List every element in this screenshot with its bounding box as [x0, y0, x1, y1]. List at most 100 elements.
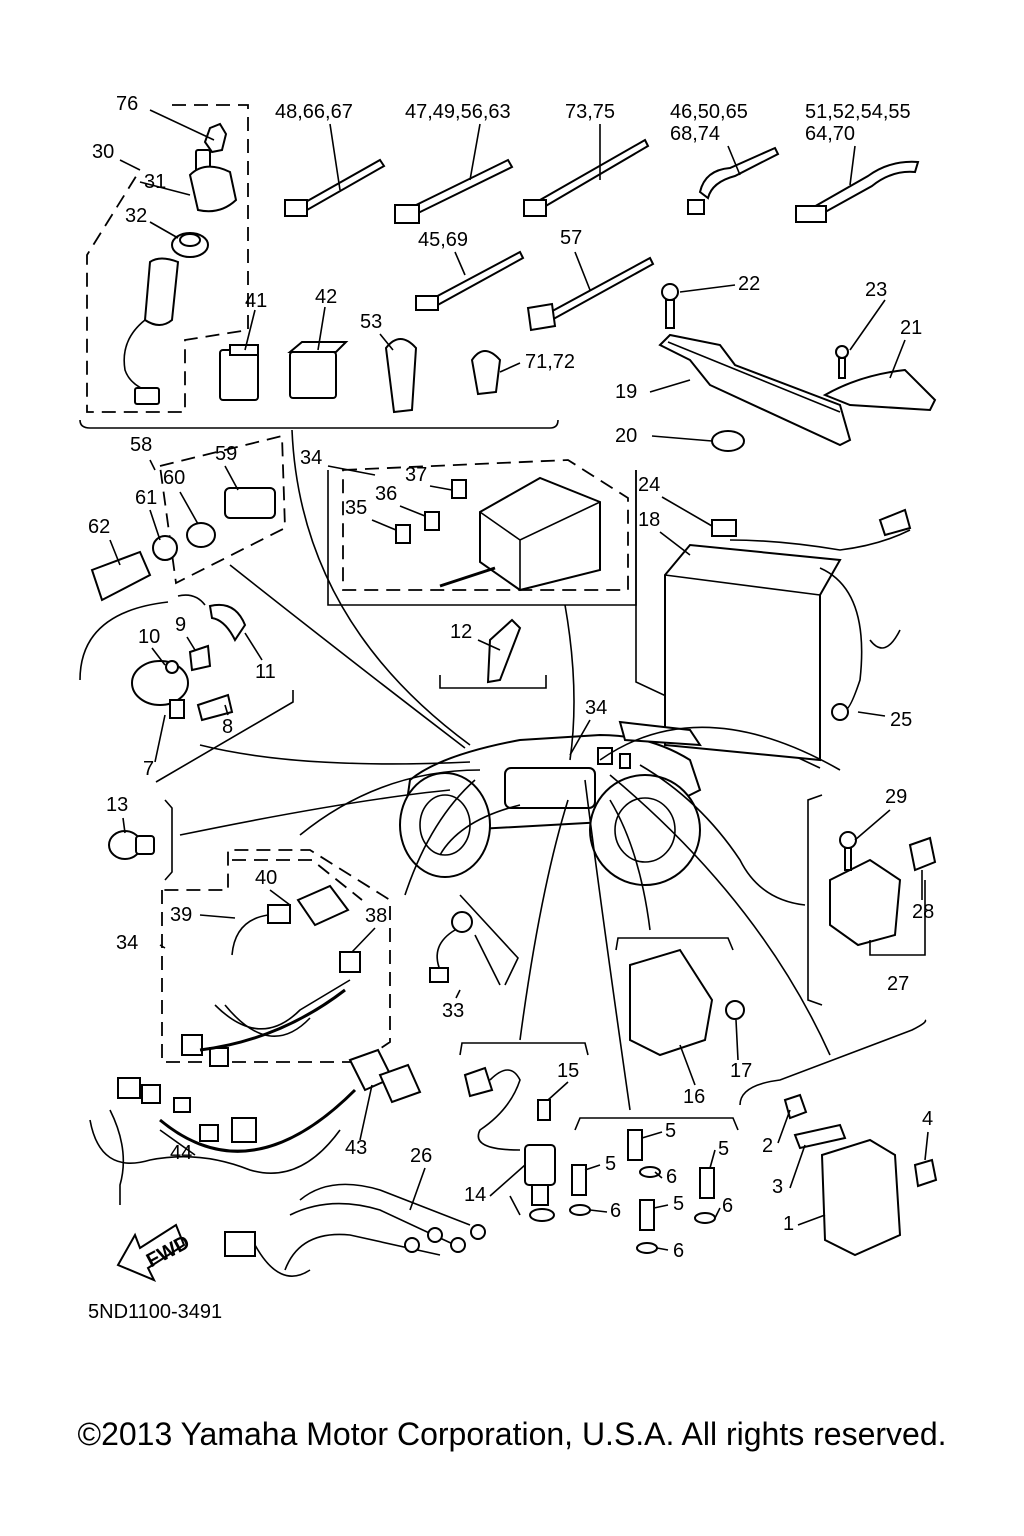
callout-44: 44: [170, 1142, 192, 1164]
callout-29: 29: [885, 786, 907, 808]
callout-15: 15: [557, 1060, 579, 1082]
callout-60: 60: [163, 467, 185, 489]
callout-62: 62: [88, 516, 110, 538]
fuse-36: [424, 511, 440, 531]
diagram-code: 5ND1100-3491: [88, 1301, 222, 1323]
fuse-box-group: [327, 459, 637, 606]
callout-71-72: 71,72: [525, 351, 575, 373]
connector-38: [339, 951, 361, 973]
starter-motor-7: [131, 660, 189, 706]
main-switch-group: [79, 104, 559, 429]
leader-lines: [179, 429, 841, 1111]
hose-11: [208, 603, 247, 642]
relay-42: [289, 351, 337, 399]
lead-harnesses: [89, 1048, 422, 1205]
bolt-8: [196, 693, 234, 722]
spark-plug-12: [486, 618, 522, 684]
grommet-20: [711, 430, 745, 452]
callout-48-66-67: 48,66,67: [275, 101, 353, 123]
callout-76: 76: [116, 93, 138, 115]
atv-vehicle: [399, 720, 702, 886]
callout-51-52-54-55: 51,52,54,55: [805, 101, 911, 123]
callout-6-a: 6: [666, 1166, 677, 1188]
callout-13: 13: [106, 794, 128, 816]
callout-53: 53: [360, 311, 382, 333]
callout-34-fuse-box: 34: [300, 447, 322, 469]
callout-6-d: 6: [673, 1240, 684, 1262]
bolt-2: [783, 1093, 808, 1120]
callout-24: 24: [638, 474, 660, 496]
callout-22: 22: [738, 273, 760, 295]
callout-8: 8: [222, 716, 233, 738]
bolt-9: [188, 644, 212, 672]
main-switch-body: [143, 257, 180, 326]
callout-3: 3: [772, 1176, 783, 1198]
fuse-37: [451, 479, 467, 499]
callout-5-b: 5: [718, 1138, 729, 1160]
socket-59: [224, 487, 276, 519]
switch-knob: [188, 165, 238, 213]
callout-4: 4: [922, 1108, 933, 1130]
callout-12: 12: [450, 621, 472, 643]
front-wheel: [399, 772, 491, 878]
callout-labels: 76 30 31 32 48,66,67 47,49,56,63 73,75 4…: [88, 93, 934, 1262]
callout-28: 28: [912, 901, 934, 923]
fwd-arrow: FWD: [116, 1223, 193, 1282]
speed-sensor-group: [459, 1042, 589, 1222]
relay-41: [219, 349, 259, 401]
battery-bracket: [658, 283, 937, 452]
fuse-35: [395, 524, 411, 544]
bracket-3: [793, 1123, 847, 1150]
cap-60: [186, 522, 216, 548]
callout-1: 1: [783, 1213, 794, 1235]
callout-64-70: 64,70: [805, 123, 855, 145]
callout-46-50-65: 46,50,65: [670, 101, 748, 123]
callout-19: 19: [615, 381, 637, 403]
callout-6-b: 6: [610, 1200, 621, 1222]
grommet-4: [913, 1158, 938, 1188]
fuse-box: [479, 476, 601, 592]
callout-61: 61: [135, 487, 157, 509]
callout-17: 17: [730, 1060, 752, 1082]
socket-group: [90, 434, 286, 602]
starter-relay: [829, 858, 902, 947]
callout-25: 25: [890, 709, 912, 731]
washer-10: [165, 660, 179, 674]
clamp-53: [384, 338, 418, 414]
callout-34-vehicle: 34: [585, 697, 607, 719]
clamp-71-72: [470, 350, 502, 396]
spark-plug-group: [439, 618, 547, 689]
key: [203, 122, 228, 154]
callout-2: 2: [762, 1135, 773, 1157]
callout-35: 35: [345, 497, 367, 519]
callout-38: 38: [365, 905, 387, 927]
cdi-unit-group: [739, 1019, 938, 1257]
callout-57: 57: [560, 227, 582, 249]
callout-31: 31: [144, 171, 166, 193]
callout-34-harness: 34: [116, 932, 138, 954]
callout-26: 26: [410, 1145, 432, 1167]
battery-cover-21: [822, 368, 937, 412]
callout-21: 21: [900, 317, 922, 339]
callout-leaders: [109, 109, 929, 1251]
callout-33: 33: [442, 1000, 464, 1022]
cable-ties-row: [284, 138, 920, 332]
callout-47-49-56-63: 47,49,56,63: [405, 101, 511, 123]
battery-group: [635, 470, 912, 769]
callout-59: 59: [215, 443, 237, 465]
callout-27: 27: [887, 973, 909, 995]
callout-5-d: 5: [673, 1193, 684, 1215]
callout-43: 43: [345, 1137, 367, 1159]
copyright-notice: ©2013 Yamaha Motor Corporation, U.S.A. A…: [77, 1416, 947, 1452]
callout-42: 42: [315, 286, 337, 308]
sensor-33: [429, 894, 519, 986]
callout-41: 41: [245, 290, 267, 312]
relays-and-clamps: [219, 338, 502, 414]
electrical-parts-diagram: FWD: [79, 93, 938, 1323]
callout-14: 14: [464, 1184, 486, 1206]
bolts-and-washers: [569, 1117, 739, 1254]
callout-68-74: 68,74: [670, 123, 720, 145]
callout-37: 37: [405, 464, 427, 486]
wire-harness-group: [161, 849, 391, 1067]
callout-9: 9: [175, 614, 186, 636]
